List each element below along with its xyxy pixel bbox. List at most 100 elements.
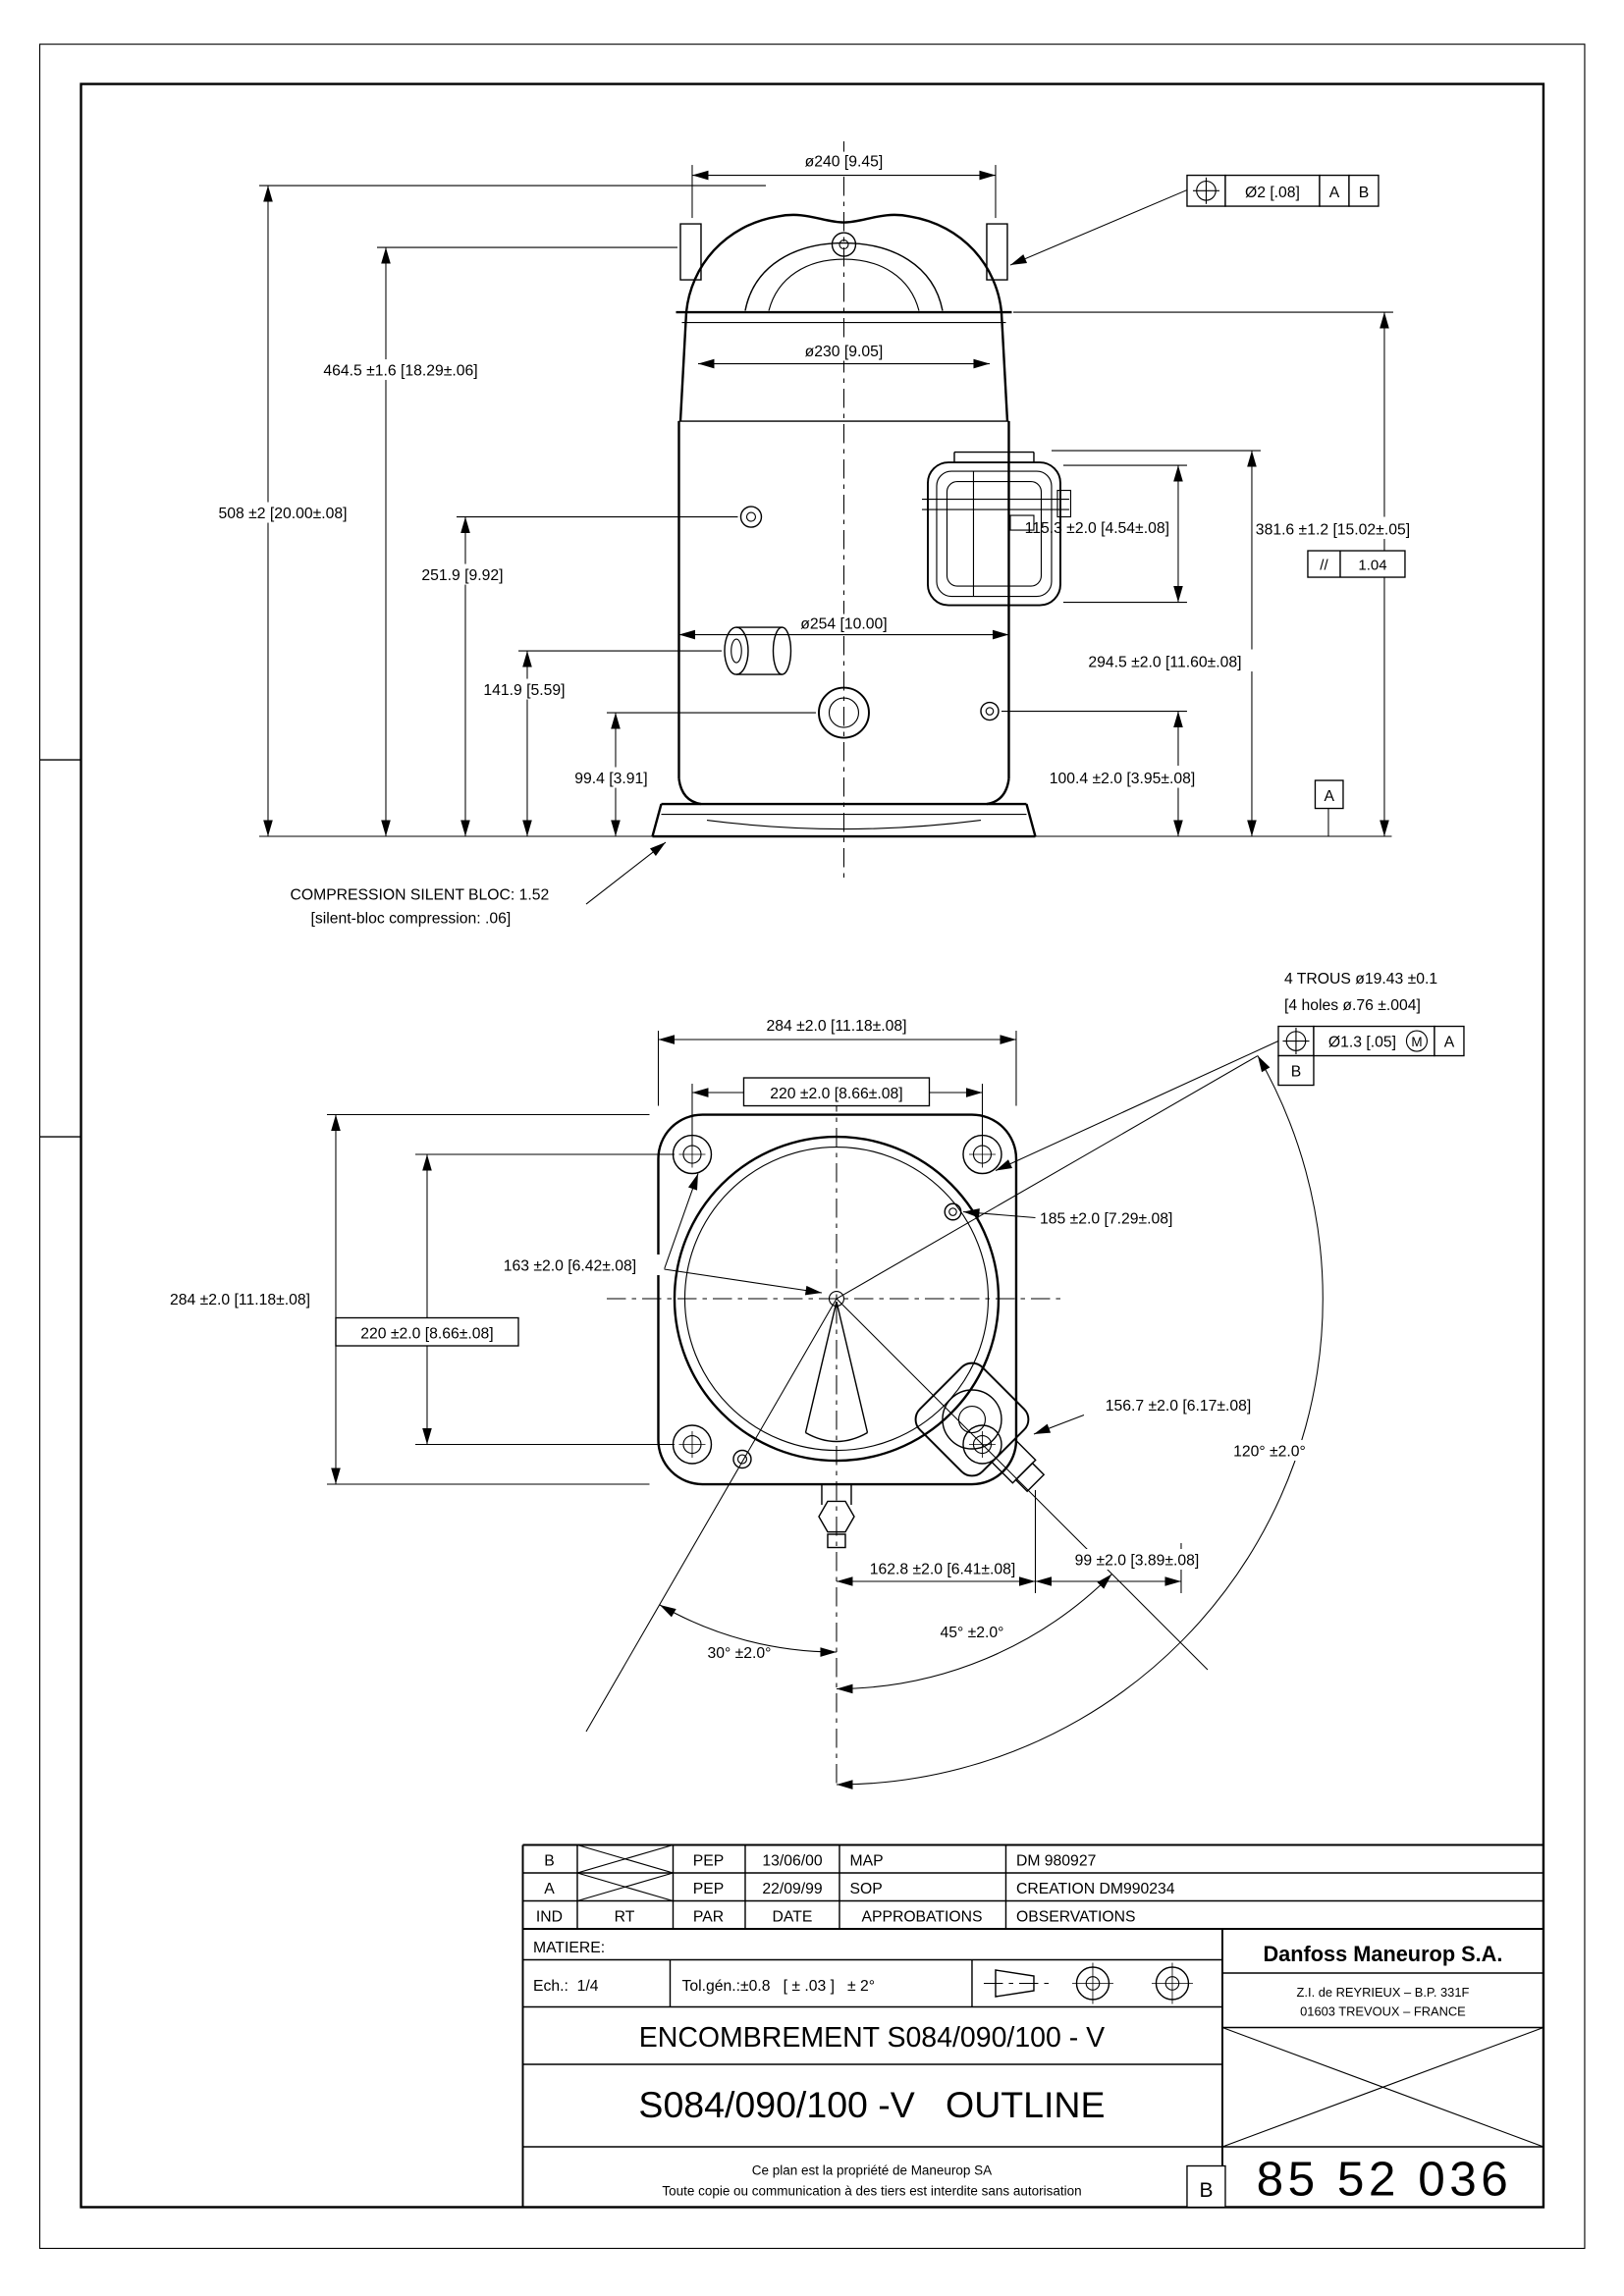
angle-120-label: 120° ±2.0° bbox=[1233, 1444, 1306, 1461]
dim-284-left-label: 284 ±2.0 [11.18±.08] bbox=[170, 1292, 310, 1308]
plan-view: 284 ±2.0 [11.18±.08] 220 ±2.0 [8.66±.08]… bbox=[170, 971, 1465, 1789]
dim-185-label: 185 ±2.0 [7.29±.08] bbox=[1040, 1211, 1172, 1228]
rev-obs: DM 980927 bbox=[1016, 1853, 1096, 1870]
head-appro: APPROBATIONS bbox=[861, 1909, 982, 1926]
fcf-plan-datum1: A bbox=[1444, 1035, 1455, 1051]
feature-control-frame-top: Ø2 [.08] A B bbox=[1009, 174, 1380, 266]
angle-30-label: 30° ±2.0° bbox=[707, 1645, 771, 1662]
sheet-frame bbox=[38, 43, 1586, 2250]
dim-1419-label: 141.9 [5.59] bbox=[483, 682, 565, 699]
fcf-top-datum1: A bbox=[1329, 185, 1340, 201]
dim-163-label: 163 ±2.0 [6.42±.08] bbox=[504, 1258, 636, 1275]
fcf-top-datum2: B bbox=[1359, 185, 1369, 201]
sight-glass bbox=[817, 686, 870, 739]
discharge-connector bbox=[914, 1362, 1046, 1493]
parallelism-icon: // bbox=[1320, 558, 1328, 574]
revision-row: A PEP 22/09/99 SOP CREATION DM990234 bbox=[544, 1881, 1174, 1897]
rev-appro: MAP bbox=[849, 1853, 883, 1870]
scale-label: Ech.: 1/4 bbox=[533, 1978, 599, 1995]
dim-508-label: 508 ±2 [20.00±.08] bbox=[218, 506, 347, 522]
position-tolerance-icon bbox=[1282, 1028, 1310, 1055]
rev-date: 13/06/00 bbox=[762, 1853, 822, 1870]
projection-symbol-icon bbox=[983, 1962, 1193, 2004]
front-view-dimensions: ø240 [9.45] Ø2 [.08] A B bbox=[202, 151, 1432, 928]
rev-ind: B bbox=[544, 1853, 555, 1870]
revision-letter-box: B bbox=[1186, 2164, 1226, 2209]
matiere-label: MATIERE: bbox=[533, 1940, 605, 1956]
drawing-title-fr: ENCOMBREMENT S084/090/100 - V bbox=[639, 2022, 1105, 2054]
dome-tab-left bbox=[679, 223, 702, 281]
silent-bloc-note-line2: [silent-bloc compression: .06] bbox=[310, 911, 511, 928]
head-date: DATE bbox=[773, 1909, 813, 1926]
plan-view-dimensions: 284 ±2.0 [11.18±.08] 220 ±2.0 [8.66±.08]… bbox=[170, 971, 1465, 1662]
company-block: Danfoss Maneurop S.A. Z.I. de REYRIEUX –… bbox=[1263, 1942, 1502, 2018]
holes-note-line1: 4 TROUS ø19.43 ±0.1 bbox=[1284, 971, 1437, 988]
holes-note-line2: [4 holes ø.76 ±.004] bbox=[1284, 997, 1421, 1014]
cable-gland bbox=[1009, 514, 1035, 531]
dome-tab-right bbox=[986, 223, 1008, 281]
revision-symbol-icon bbox=[576, 1843, 674, 1902]
rev-date: 22/09/99 bbox=[762, 1881, 822, 1897]
head-par: PAR bbox=[693, 1909, 724, 1926]
rev-par: PEP bbox=[693, 1881, 724, 1897]
small-bolt bbox=[980, 701, 1000, 721]
dim-1153-label: 115.3 ±2.0 [4.54±.08] bbox=[1025, 520, 1169, 537]
dim-2945-label: 294.5 ±2.0 [11.60±.08] bbox=[1088, 655, 1241, 671]
head-rt: RT bbox=[615, 1909, 635, 1926]
property-note: Ce plan est la propriété de Maneurop SA … bbox=[662, 2163, 1081, 2198]
angle-construction bbox=[585, 1055, 1324, 1789]
front-view: ø240 [9.45] Ø2 [.08] A B bbox=[202, 141, 1432, 928]
dim-2519-label: 251.9 [9.92] bbox=[421, 567, 503, 584]
tolerance-label: Tol.gén.:±0.8 [ ± .03 ] ± 2° bbox=[681, 1978, 875, 1995]
revision-row: B PEP 13/06/00 MAP DM 980927 bbox=[544, 1853, 1096, 1870]
datum-a-label: A bbox=[1324, 788, 1334, 805]
parallelism-value: 1.04 bbox=[1358, 558, 1386, 574]
datum-a-box: A bbox=[1314, 779, 1344, 837]
drawing-number: 85 52 036 bbox=[1257, 2152, 1513, 2206]
fcf-plan-modifier: M bbox=[1411, 1035, 1422, 1049]
lifting-eye bbox=[831, 232, 857, 257]
fcf-top-value: Ø2 [.08] bbox=[1245, 185, 1300, 201]
small-plug bbox=[732, 1449, 752, 1469]
strap-buckle bbox=[1056, 489, 1072, 518]
arc-30deg bbox=[659, 1604, 837, 1657]
revision-letter: B bbox=[1199, 2179, 1213, 2202]
parallelism-frame: // 1.04 bbox=[1307, 550, 1406, 578]
property-note-line2: Toute copie ou communication à des tiers… bbox=[662, 2183, 1081, 2198]
title-block: B PEP 13/06/00 MAP DM 980927 A PEP 22/09… bbox=[521, 1843, 1544, 2209]
company-address-1: Z.I. de REYRIEUX – B.P. 331F bbox=[1297, 1985, 1470, 2000]
dim-1004-label: 100.4 ±2.0 [3.95±.08] bbox=[1050, 771, 1196, 787]
dim-dia230-label: ø230 [9.05] bbox=[805, 344, 884, 360]
small-fitting bbox=[944, 1202, 962, 1221]
mmc-modifier-icon: M bbox=[1405, 1030, 1429, 1052]
void-box bbox=[1221, 2026, 1544, 2148]
rev-obs: CREATION DM990234 bbox=[1016, 1881, 1175, 1897]
head-ind: IND bbox=[536, 1909, 563, 1926]
company-name: Danfoss Maneurop S.A. bbox=[1263, 1942, 1502, 1966]
dim-1567-label: 156.7 ±2.0 [6.17±.08] bbox=[1106, 1398, 1252, 1415]
dim-220-top-label: 220 ±2.0 [8.66±.08] bbox=[770, 1086, 902, 1102]
oil-plug bbox=[739, 506, 763, 528]
dim-220-left-label: 220 ±2.0 [8.66±.08] bbox=[360, 1326, 493, 1343]
angle-45-label: 45° ±2.0° bbox=[940, 1625, 1003, 1641]
head-obs: OBSERVATIONS bbox=[1016, 1909, 1136, 1926]
mounting-hole bbox=[672, 1424, 713, 1465]
holes-callout: 4 TROUS ø19.43 ±0.1 [4 holes ø.76 ±.004]… bbox=[995, 971, 1465, 1172]
dim-284-top-label: 284 ±2.0 [11.18±.08] bbox=[766, 1018, 906, 1035]
dim-3816-label: 381.6 ±1.2 [15.02±.05] bbox=[1256, 522, 1410, 539]
fcf-plan-value: Ø1.3 [.05] bbox=[1328, 1035, 1396, 1051]
dim-99-label: 99 ±2.0 [3.89±.08] bbox=[1075, 1553, 1200, 1570]
revision-header-row: IND RT PAR DATE APPROBATIONS OBSERVATION… bbox=[536, 1909, 1136, 1926]
drawing-title-en: S084/090/100 -V OUTLINE bbox=[638, 2084, 1105, 2125]
compressor-outline bbox=[651, 213, 1037, 838]
dim-994-label: 99.4 [3.91] bbox=[574, 771, 647, 787]
dim-dia240-label: ø240 [9.45] bbox=[805, 154, 884, 171]
rev-ind: A bbox=[544, 1881, 555, 1897]
fcf-plan-datum2: B bbox=[1291, 1064, 1301, 1081]
dim-4645-label: 464.5 ±1.6 [18.29±.06] bbox=[323, 363, 477, 380]
dim-1628-label: 162.8 ±2.0 [6.41±.08] bbox=[870, 1562, 1016, 1578]
arc-45deg bbox=[836, 1574, 1112, 1694]
rev-par: PEP bbox=[693, 1853, 724, 1870]
